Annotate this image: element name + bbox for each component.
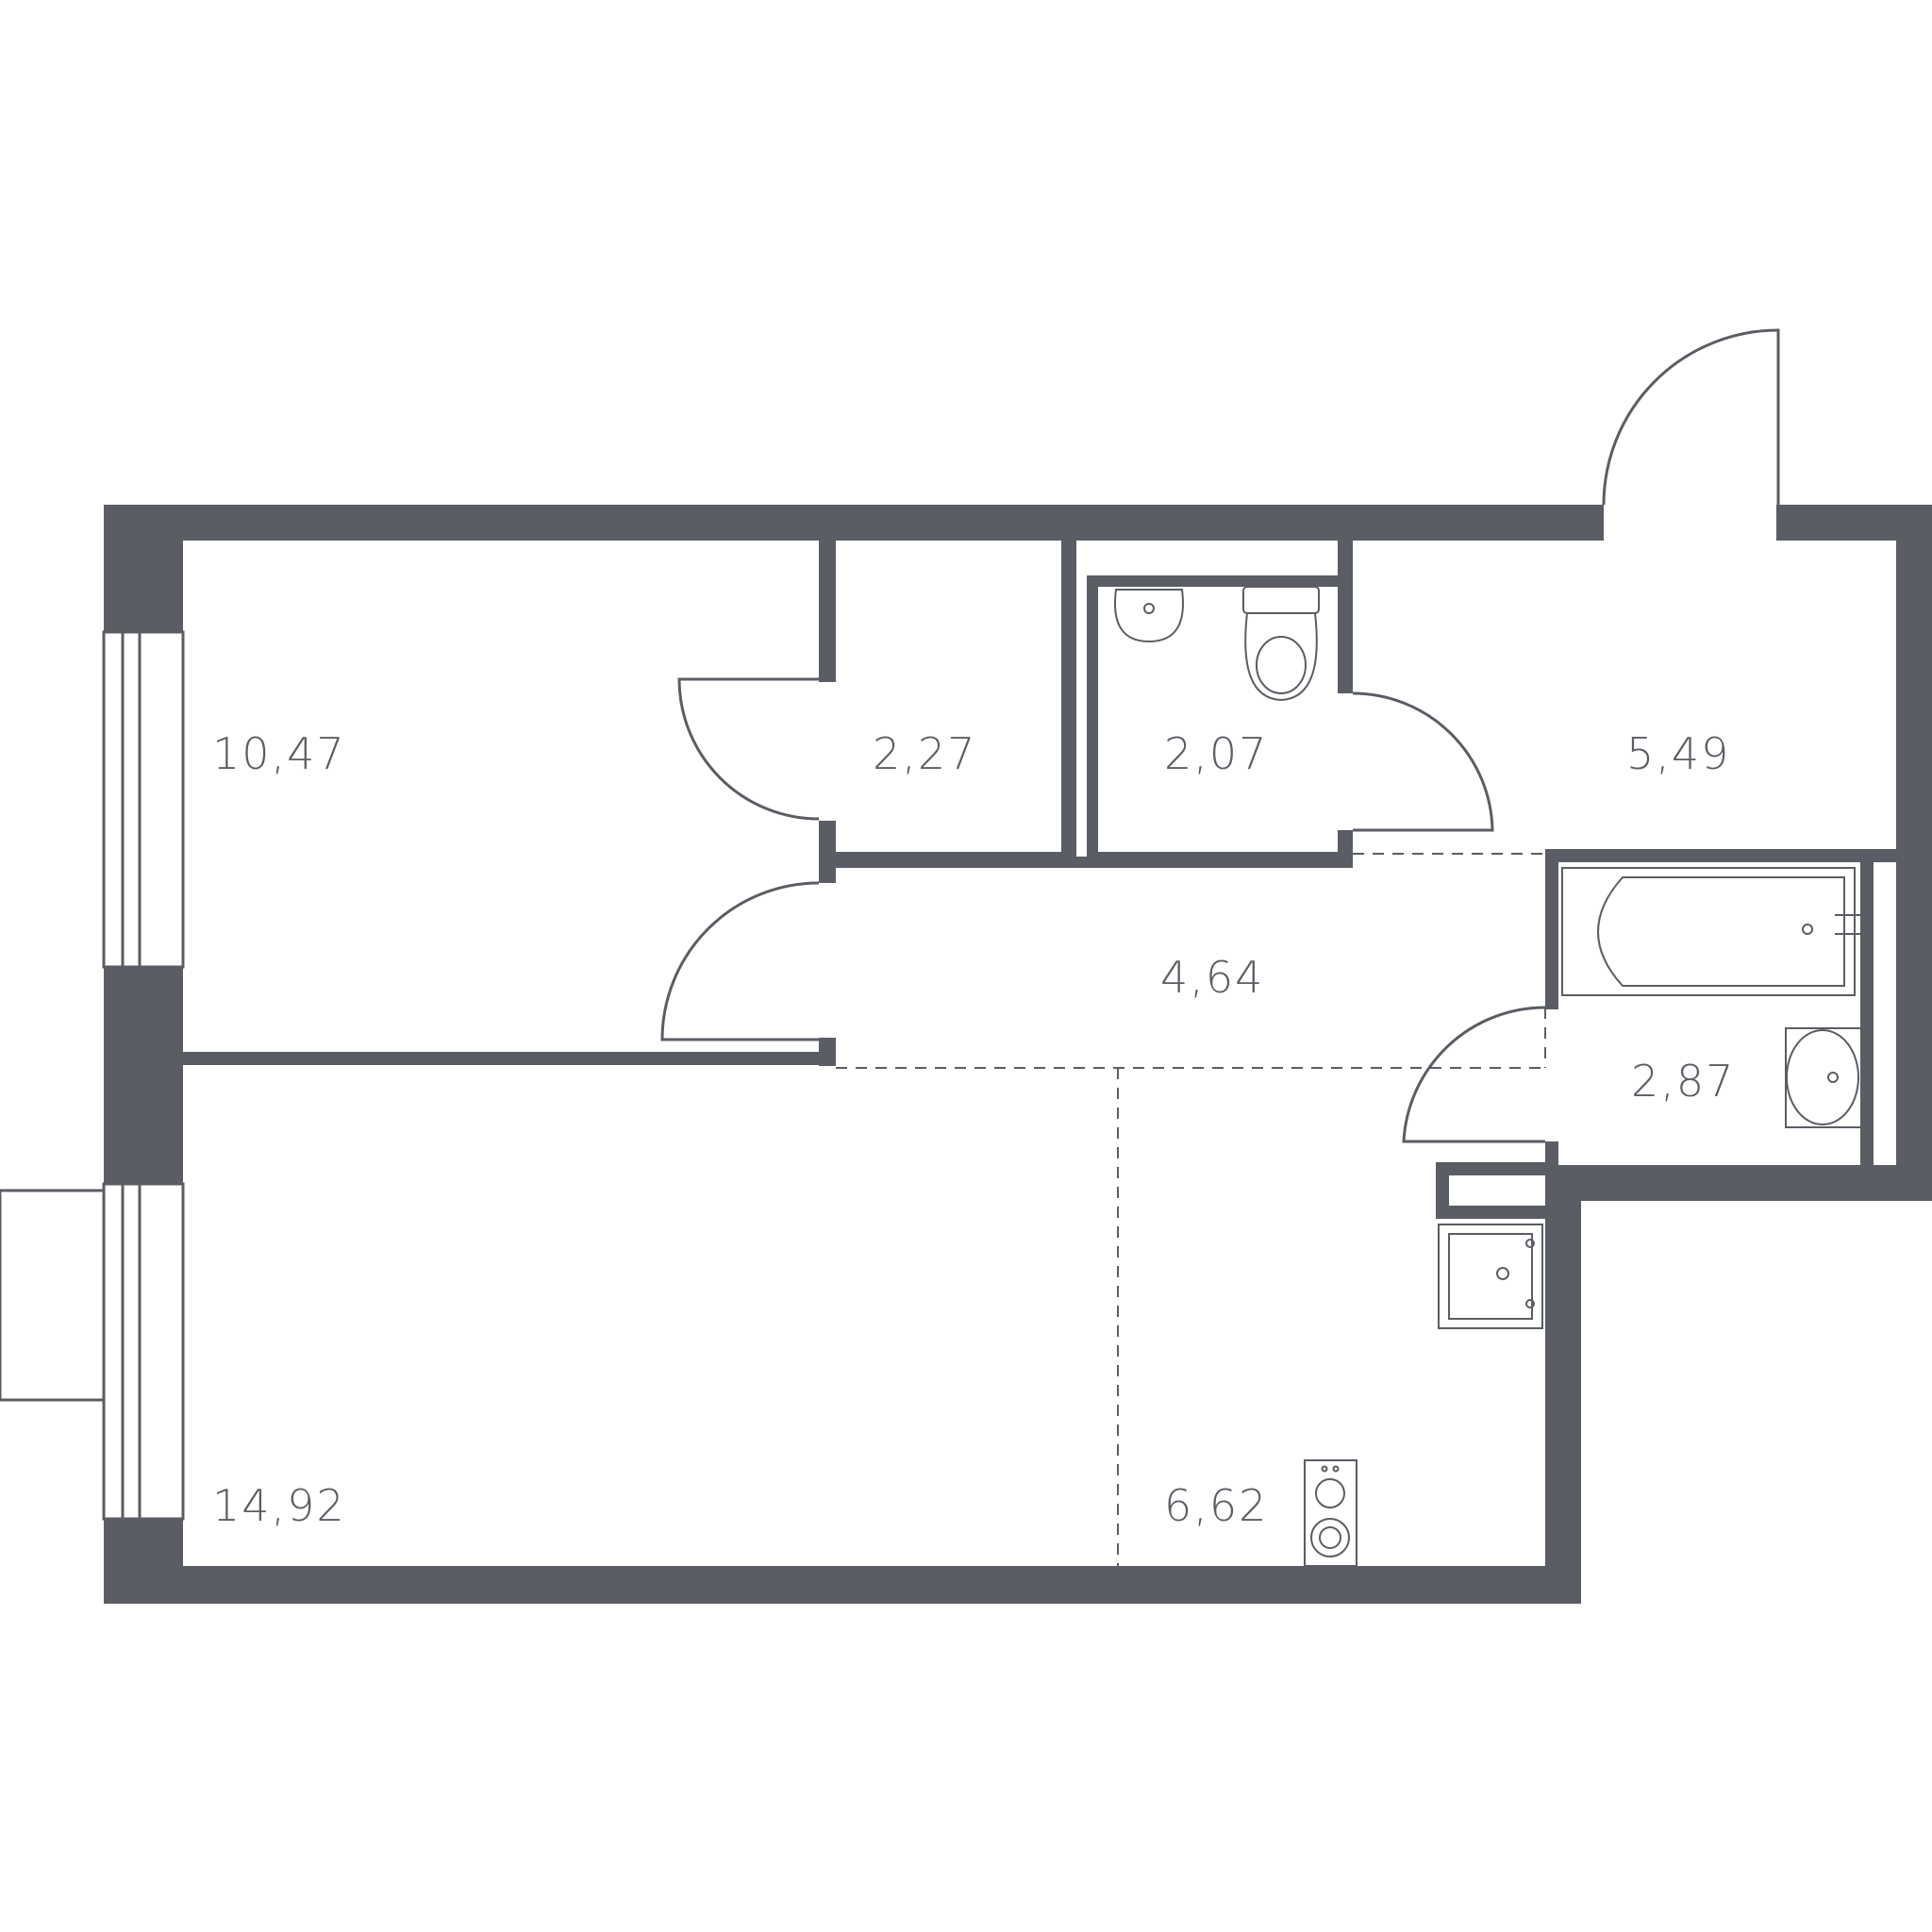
stove-icon — [1304, 1459, 1357, 1567]
wall-toilet-top-inner — [1087, 575, 1341, 587]
toilet-seat — [1256, 636, 1307, 694]
kitchen-sink-inner — [1448, 1233, 1533, 1320]
wall-toilet-inner-left — [1087, 575, 1098, 857]
doors — [660, 328, 1780, 1143]
door-swing-icon — [660, 881, 820, 1041]
wall-bathroom-inner-right — [1860, 862, 1872, 1165]
sink-icon — [1114, 589, 1184, 643]
room-area-living-room: 14,92 — [212, 1480, 346, 1531]
kitchen-sink-drain — [1496, 1267, 1509, 1280]
wall-toilet-right-lower — [1338, 830, 1353, 868]
wall-kitchen-niche-side — [1436, 1162, 1449, 1219]
zone-lines — [836, 853, 1546, 1566]
sink-basin — [1114, 589, 1184, 643]
kitchen-sink-tap — [1525, 1299, 1535, 1308]
bathtub-icon — [1561, 867, 1860, 996]
wall-corridor-top — [819, 852, 1349, 868]
sink-drain — [1143, 603, 1155, 614]
sink-counter — [1785, 1027, 1862, 1128]
wall-right — [1896, 505, 1932, 1201]
sink-icon — [1785, 1027, 1862, 1128]
wall-storage-toilet — [1061, 541, 1076, 857]
toilet-bowl — [1244, 612, 1318, 702]
room-area-kitchen: 6,62 — [1164, 1480, 1268, 1531]
wall-bathroom-outer-right — [1872, 862, 1874, 1165]
wall-left-top — [104, 505, 183, 632]
balcony-icon — [0, 1189, 106, 1402]
room-area-bedroom: 10,47 — [212, 728, 346, 779]
wall-toilet-right-upper — [1338, 541, 1353, 693]
wall-storage-left-upper — [819, 541, 836, 682]
wall-corridor-left-stub — [819, 1038, 836, 1066]
wall-bedroom-living — [183, 1052, 836, 1065]
door-swing-icon — [1402, 1006, 1546, 1143]
wall-kitchen-right — [1545, 1198, 1581, 1604]
wall-bathroom-bottom — [1545, 1165, 1932, 1201]
bathtub-drain — [1802, 924, 1813, 935]
window-icon — [102, 630, 185, 969]
room-area-bathroom: 2,87 — [1631, 1056, 1735, 1107]
sink-drain — [1827, 1072, 1839, 1083]
windows — [102, 630, 185, 1521]
kitchen-sink-icon — [1438, 1224, 1543, 1329]
window-icon — [102, 1182, 185, 1521]
wall-details — [1076, 575, 1896, 1165]
stove-knob — [1332, 1465, 1340, 1473]
door-swing-icon — [1352, 691, 1494, 832]
wall-left-bottom — [104, 1519, 183, 1604]
toilet-tank — [1242, 586, 1320, 614]
wall-toilet-gap — [1076, 575, 1087, 857]
stove-burner — [1319, 1526, 1341, 1549]
sink-basin — [1786, 1029, 1859, 1125]
bathtub-faucet — [1835, 901, 1860, 948]
toilet-icon — [1242, 586, 1320, 702]
stove-burner — [1310, 1518, 1350, 1557]
wall-bathroom-gap — [1872, 862, 1896, 1165]
kitchen-sink-tap — [1525, 1239, 1535, 1248]
room-area-corridor: 4,64 — [1160, 952, 1264, 1003]
door-swing-icon — [1602, 328, 1780, 506]
room-area-hallway: 5,49 — [1626, 728, 1730, 779]
wall-bathroom-left-upper — [1545, 849, 1558, 1009]
wall-top-left — [104, 505, 1604, 541]
wall-kitchen-niche-bottom — [1436, 1206, 1545, 1219]
wall-bottom — [104, 1566, 1581, 1604]
room-area-storage: 2,27 — [873, 728, 976, 779]
stove-burner — [1315, 1478, 1345, 1508]
stove-knob — [1321, 1465, 1328, 1473]
door-swing-icon — [677, 677, 820, 821]
walls — [104, 505, 1932, 1604]
wall-bathroom-top — [1545, 849, 1896, 862]
bathtub-outer — [1561, 867, 1856, 996]
kitchen-sink-outer — [1438, 1224, 1543, 1329]
wall-left-mid — [104, 967, 183, 1184]
room-labels: 10,47 2,27 2,07 5,49 4,64 2,87 14,92 6,6… — [212, 728, 1735, 1531]
stove-body — [1304, 1459, 1357, 1567]
wall-kitchen-niche — [1436, 1162, 1545, 1175]
fixtures — [1114, 586, 1862, 1567]
wall-bathroom-left-lower — [1545, 1141, 1558, 1170]
bathtub-inner — [1597, 876, 1845, 987]
room-area-toilet: 2,07 — [1164, 728, 1268, 779]
